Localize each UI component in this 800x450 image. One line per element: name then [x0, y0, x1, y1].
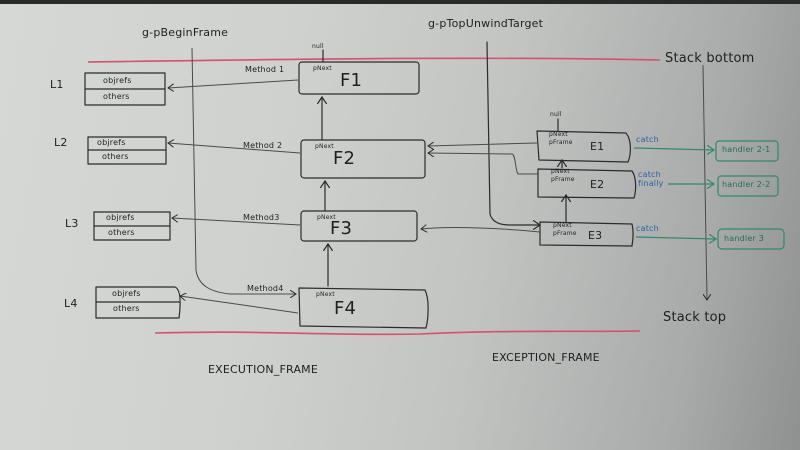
local-box-l1: [84, 72, 166, 106]
method1-arrow: [168, 79, 299, 88]
frame-box-f1: [298, 61, 420, 95]
stack-bottom-label: Stack bottom: [665, 51, 755, 66]
e1-handler-arrow: [633, 148, 714, 150]
handler-label-2-2: handler 2-2: [722, 180, 771, 189]
local-l3-field-others: others: [108, 228, 135, 237]
method-label-3: Method3: [243, 213, 280, 222]
local-label-l1: L1: [50, 78, 64, 91]
e1-pframe-arrow: [428, 143, 538, 146]
frame-box-f2: [300, 139, 426, 179]
begin-frame-label: g-pBeginFrame: [142, 26, 229, 39]
whiteboard-frame-edge: [0, 0, 800, 4]
exception-box-e2: [537, 168, 637, 199]
handler-label-3: handler 3: [724, 234, 764, 243]
handler-label-2-1: handler 2-1: [722, 145, 771, 154]
e1-field-pnext: pNext: [549, 131, 568, 138]
handler-box-2-2: [717, 175, 779, 197]
local-label-l3: L3: [65, 217, 79, 230]
f3-field-pnext: pNext: [317, 214, 336, 221]
local-l2-field-others: others: [102, 152, 129, 161]
local-l3-field-objrefs: objrefs: [106, 213, 135, 222]
e3-pframe-arrow: [421, 228, 541, 232]
f1-next-null: null: [312, 43, 324, 50]
frame-box-f4: [298, 287, 429, 329]
local-box-l4: [95, 286, 181, 319]
exception-box-e1: [536, 130, 631, 163]
stack-bottom-line: [87, 57, 661, 63]
f2-field-pnext: pNext: [315, 143, 334, 150]
exception-name-e2: E2: [590, 178, 605, 191]
stack-top-line: [154, 330, 641, 336]
e2-field-pframe: pFrame: [551, 176, 575, 183]
top-unwind-target-pointer-line: [486, 41, 540, 225]
e2-clause-line-finally: finally: [638, 179, 664, 188]
local-l1-field-objrefs: objrefs: [103, 76, 132, 85]
frame-name-f4: F4: [334, 298, 357, 319]
begin-frame-pointer-line: [191, 47, 296, 294]
e1-next-null: null: [550, 111, 562, 118]
local-label-l4: L4: [64, 297, 78, 310]
stack-direction-arrow: [702, 64, 707, 300]
handler-box-3: [717, 228, 785, 250]
method2-arrow: [168, 143, 301, 154]
exception-frame-title: EXCEPTION_FRAME: [492, 351, 600, 364]
e1-field-pframe: pFrame: [549, 139, 573, 146]
e2-pframe-arrow: [428, 153, 538, 175]
method4-arrow: [180, 296, 299, 314]
local-box-l3: [93, 211, 171, 241]
e2-clause-line-catch: catch: [638, 170, 661, 179]
local-l1-field-others: others: [103, 92, 130, 101]
local-l4-field-objrefs: objrefs: [112, 289, 141, 298]
method3-arrow: [172, 218, 301, 226]
e3-field-pnext: pNext: [553, 222, 572, 229]
local-l4-field-others: others: [113, 304, 140, 313]
f1-field-pnext: pNext: [313, 65, 332, 72]
e1-clause-label: catch: [636, 135, 659, 144]
e3-field-pframe: pFrame: [553, 230, 577, 237]
f4-field-pnext: pNext: [316, 291, 335, 298]
stack-top-label: Stack top: [663, 310, 727, 325]
execution-frame-title: EXECUTION_FRAME: [208, 363, 319, 376]
frame-name-f3: F3: [330, 218, 353, 239]
exception-name-e1: E1: [590, 140, 605, 153]
frame-name-f1: F1: [340, 70, 363, 91]
e3-handler-arrow: [635, 237, 716, 239]
local-label-l2: L2: [54, 136, 68, 149]
local-box-l2: [87, 136, 167, 165]
local-l2-field-objrefs: objrefs: [97, 138, 126, 147]
exception-box-e3: [539, 221, 634, 247]
e3-clause-label: catch: [636, 224, 659, 233]
e2-field-pnext: pNext: [551, 168, 570, 175]
handler-box-2-1: [715, 140, 779, 162]
frame-name-f2: F2: [333, 148, 356, 169]
method-label-1: Method 1: [245, 65, 285, 74]
exception-name-e3: E3: [588, 229, 603, 242]
method-label-4: Method4: [247, 284, 284, 293]
frame-box-f3: [300, 210, 418, 242]
method-label-2: Method 2: [243, 141, 283, 150]
top-unwind-target-label: g-pTopUnwindTarget: [428, 17, 544, 30]
